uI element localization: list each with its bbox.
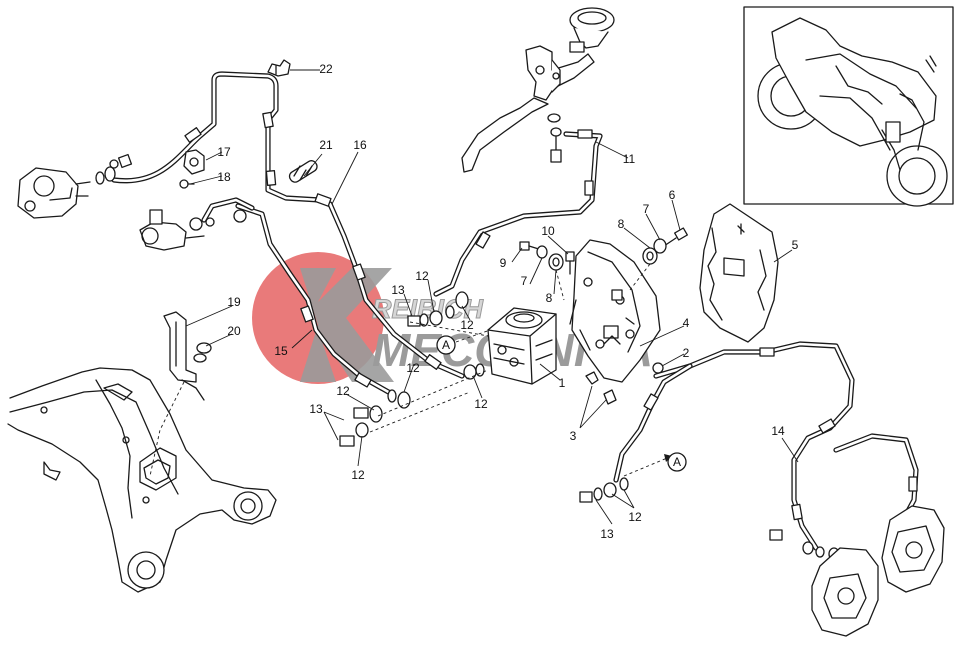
callout-8: 8 [618, 217, 625, 231]
section-marker-a-left [436, 329, 491, 355]
callout-16: 16 [353, 138, 367, 152]
callout-12: 12 [415, 269, 429, 283]
callout-10: 10 [541, 224, 555, 238]
motorcycle-inset [743, 6, 954, 207]
callout-12: 12 [406, 361, 420, 375]
callout-13: 13 [391, 283, 405, 297]
callout-1: 1 [559, 376, 566, 390]
rear-brake-line [111, 71, 465, 397]
clip-22 [267, 59, 291, 77]
callout-labels: 1234567788910111212121212121213131314151… [217, 62, 798, 541]
abs-bracket [569, 239, 661, 383]
abs-modulator-icon [487, 307, 557, 385]
sleeve-21 [288, 160, 318, 183]
brake-caliper-icon [17, 167, 91, 219]
callout-14: 14 [771, 424, 785, 438]
callout-2: 2 [683, 346, 690, 360]
master-cylinder-icon [461, 7, 615, 173]
rear-master-cylinder [139, 197, 255, 251]
callout-12: 12 [460, 318, 474, 332]
callout-20: 20 [227, 324, 241, 338]
callout-7: 7 [521, 274, 528, 288]
callout-leaders [185, 69, 799, 525]
callout-4: 4 [683, 316, 690, 330]
motorcycle-inset-icon [757, 17, 948, 207]
grommets-right-2-4 [603, 317, 664, 374]
hose-clamp-17 [183, 149, 205, 175]
clips-3 [585, 371, 617, 405]
swingarm-icon [7, 367, 277, 593]
callout-17: 17 [217, 145, 231, 159]
grommet-20 [193, 342, 212, 363]
section-marker-labels: AA [442, 338, 681, 469]
callout-8: 8 [546, 291, 553, 305]
callout-6: 6 [669, 188, 676, 202]
callout-22: 22 [319, 62, 333, 76]
callout-3: 3 [570, 429, 577, 443]
bolt-18 [179, 179, 195, 189]
section-marker-a-right [667, 452, 687, 472]
section-marker-label: A [673, 455, 681, 469]
abs-cover-5 [699, 203, 779, 343]
banjo-fittings-abs [339, 291, 489, 447]
front-brake-line-11 [433, 129, 603, 297]
callout-5: 5 [792, 238, 799, 252]
front-calipers [811, 505, 945, 637]
bracket-19 [163, 311, 197, 383]
front-brake-line-14 [613, 341, 919, 551]
callout-19: 19 [227, 295, 241, 309]
callout-13: 13 [309, 402, 323, 416]
callout-12: 12 [474, 397, 488, 411]
callout-11: 11 [623, 152, 636, 166]
rear-caliper-fittings [95, 153, 133, 185]
callout-15: 15 [274, 344, 288, 358]
callout-12: 12 [336, 384, 350, 398]
callout-12: 12 [351, 468, 365, 482]
callout-12: 12 [628, 510, 642, 524]
callout-7: 7 [643, 202, 650, 216]
watermark-k-mark [300, 268, 394, 382]
callout-9: 9 [500, 256, 507, 270]
callout-21: 21 [319, 138, 333, 152]
section-marker-label: A [442, 338, 450, 352]
callout-18: 18 [217, 170, 231, 184]
callout-13: 13 [600, 527, 614, 541]
